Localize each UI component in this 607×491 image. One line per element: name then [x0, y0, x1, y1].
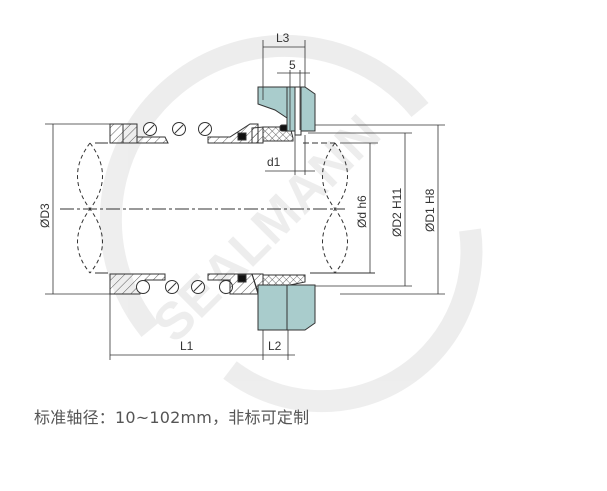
dimension-labels: L3 5 d1 ØD3 Ød h6 ØD2 H11 ØD1 H8 L1 L2 — [38, 31, 437, 353]
rotating-unit-top — [109, 122, 294, 144]
shaft — [60, 142, 375, 274]
shaft-size-caption: 标准轴径：10~102mm，非标可定制 — [34, 408, 310, 427]
label-D1-H8: ØD1 H8 — [423, 188, 437, 232]
rotating-unit-bottom — [109, 273, 306, 295]
label-d-h6: Ød h6 — [355, 195, 369, 228]
label-L3: L3 — [276, 31, 290, 45]
label-L2: L2 — [268, 339, 282, 353]
label-5: 5 — [289, 58, 296, 72]
label-D3: ØD3 — [38, 203, 52, 228]
label-d1: d1 — [267, 155, 281, 169]
label-D2-H11: ØD2 H11 — [390, 188, 404, 237]
stationary-seat — [257, 86, 316, 331]
label-L1: L1 — [180, 339, 194, 353]
dimension-lines — [45, 40, 445, 360]
